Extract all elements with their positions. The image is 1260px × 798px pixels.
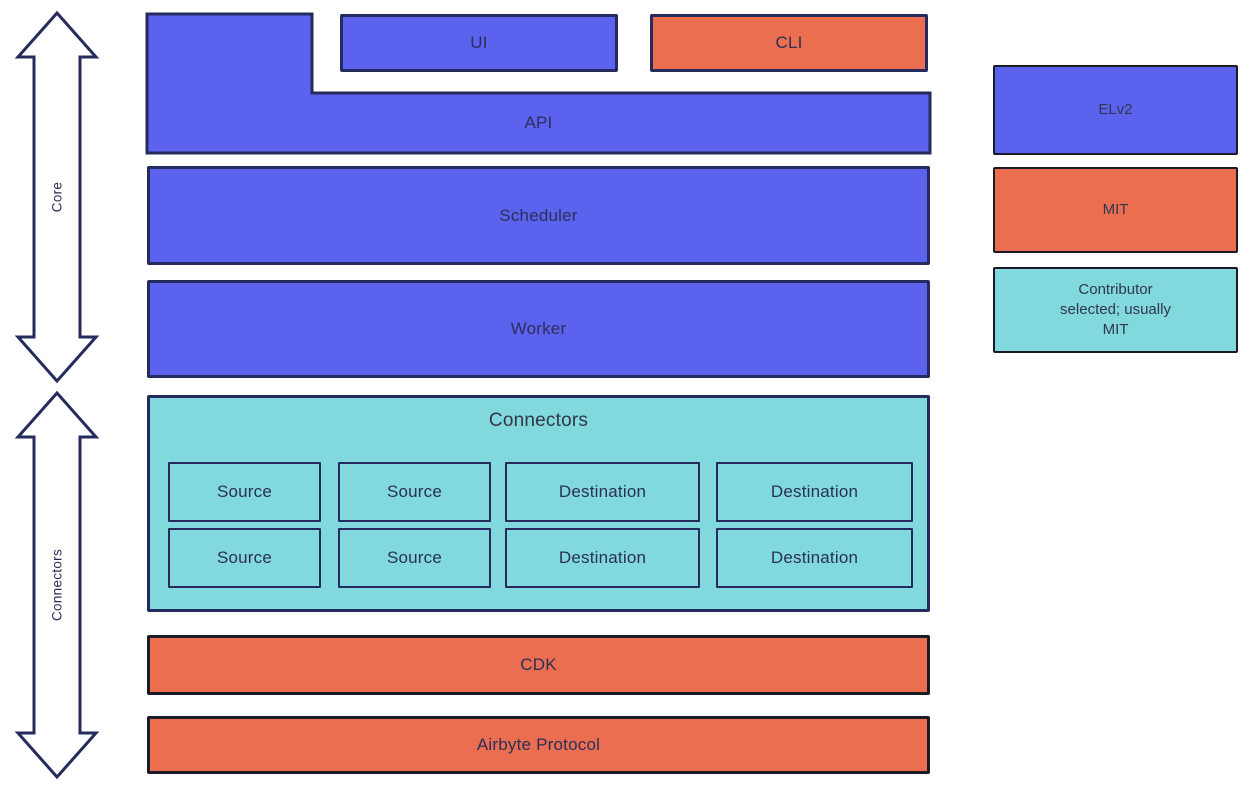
connector-box-source: Source [338,528,491,588]
core-arrow-shape [14,10,100,384]
legend-item-contributor-selected: Contributor selected; usually MIT [993,267,1238,353]
core-arrow-label: Core [50,182,65,212]
legend-item-mit: MIT [993,167,1238,253]
connectors-block: Connectors Source Source Destination Des… [147,395,930,612]
connector-box-source: Source [168,462,321,522]
connector-box-destination: Destination [716,528,913,588]
connectors-block-title: Connectors [488,410,589,431]
connector-box-destination: Destination [716,462,913,522]
connector-box-destination: Destination [505,462,700,522]
connectors-arrow-shape [14,390,100,780]
api-block-label: API [524,113,553,132]
core-arrow: Core [14,10,100,384]
connector-box-source: Source [168,528,321,588]
scheduler-block: Scheduler [147,166,930,265]
worker-block: Worker [147,280,930,378]
connectors-arrow: Connectors [14,390,100,780]
connector-box-destination: Destination [505,528,700,588]
connector-box-source: Source [338,462,491,522]
api-block-shape [145,12,932,155]
airbyte-protocol-block: Airbyte Protocol [147,716,930,774]
cdk-block: CDK [147,635,930,695]
legend-item-elv2: ELv2 [993,65,1238,155]
connectors-arrow-label: Connectors [50,549,65,621]
ui-block: UI [340,14,618,72]
cli-block: CLI [650,14,928,72]
